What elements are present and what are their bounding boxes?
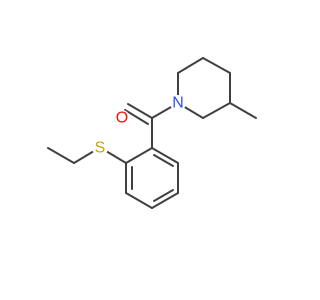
bond-ar3-ar4: [151, 192, 179, 209]
bond-carbonyl-oxygen-b: [124, 109, 149, 125]
bond-c5-c6: [202, 102, 231, 119]
bond-ar1-ar2-inner: [153, 154, 174, 167]
bond-c3-c4: [202, 57, 231, 74]
benzene-ring: [125, 147, 179, 209]
nitrogen-label: N: [172, 95, 184, 112]
bond-ethyl-methyl: [47, 147, 75, 164]
molecule-structure-diagram: O N S: [47, 57, 257, 209]
bond-ring-sulfur: [105, 150, 127, 164]
nitrogen-atom: N: [170, 95, 186, 112]
bond-c2-c3: [177, 57, 204, 74]
bond-sulfur-ethyl: [73, 150, 95, 164]
sulfur-atom: S: [92, 140, 108, 157]
piperidine-ring: [177, 57, 231, 119]
sulfur-label: S: [95, 140, 106, 157]
oxygen-label: O: [116, 110, 128, 127]
bond-ar1-ar2: [151, 147, 179, 164]
bond-carbonyl-oxygen-a: [127, 103, 153, 119]
bond-ar4-ar5: [125, 192, 153, 209]
oxygen-atom: O: [114, 110, 130, 127]
bond-methyl: [229, 102, 257, 119]
bond-ar3-ar4-inner: [153, 189, 174, 202]
bond-ar6-ar1: [125, 147, 153, 164]
